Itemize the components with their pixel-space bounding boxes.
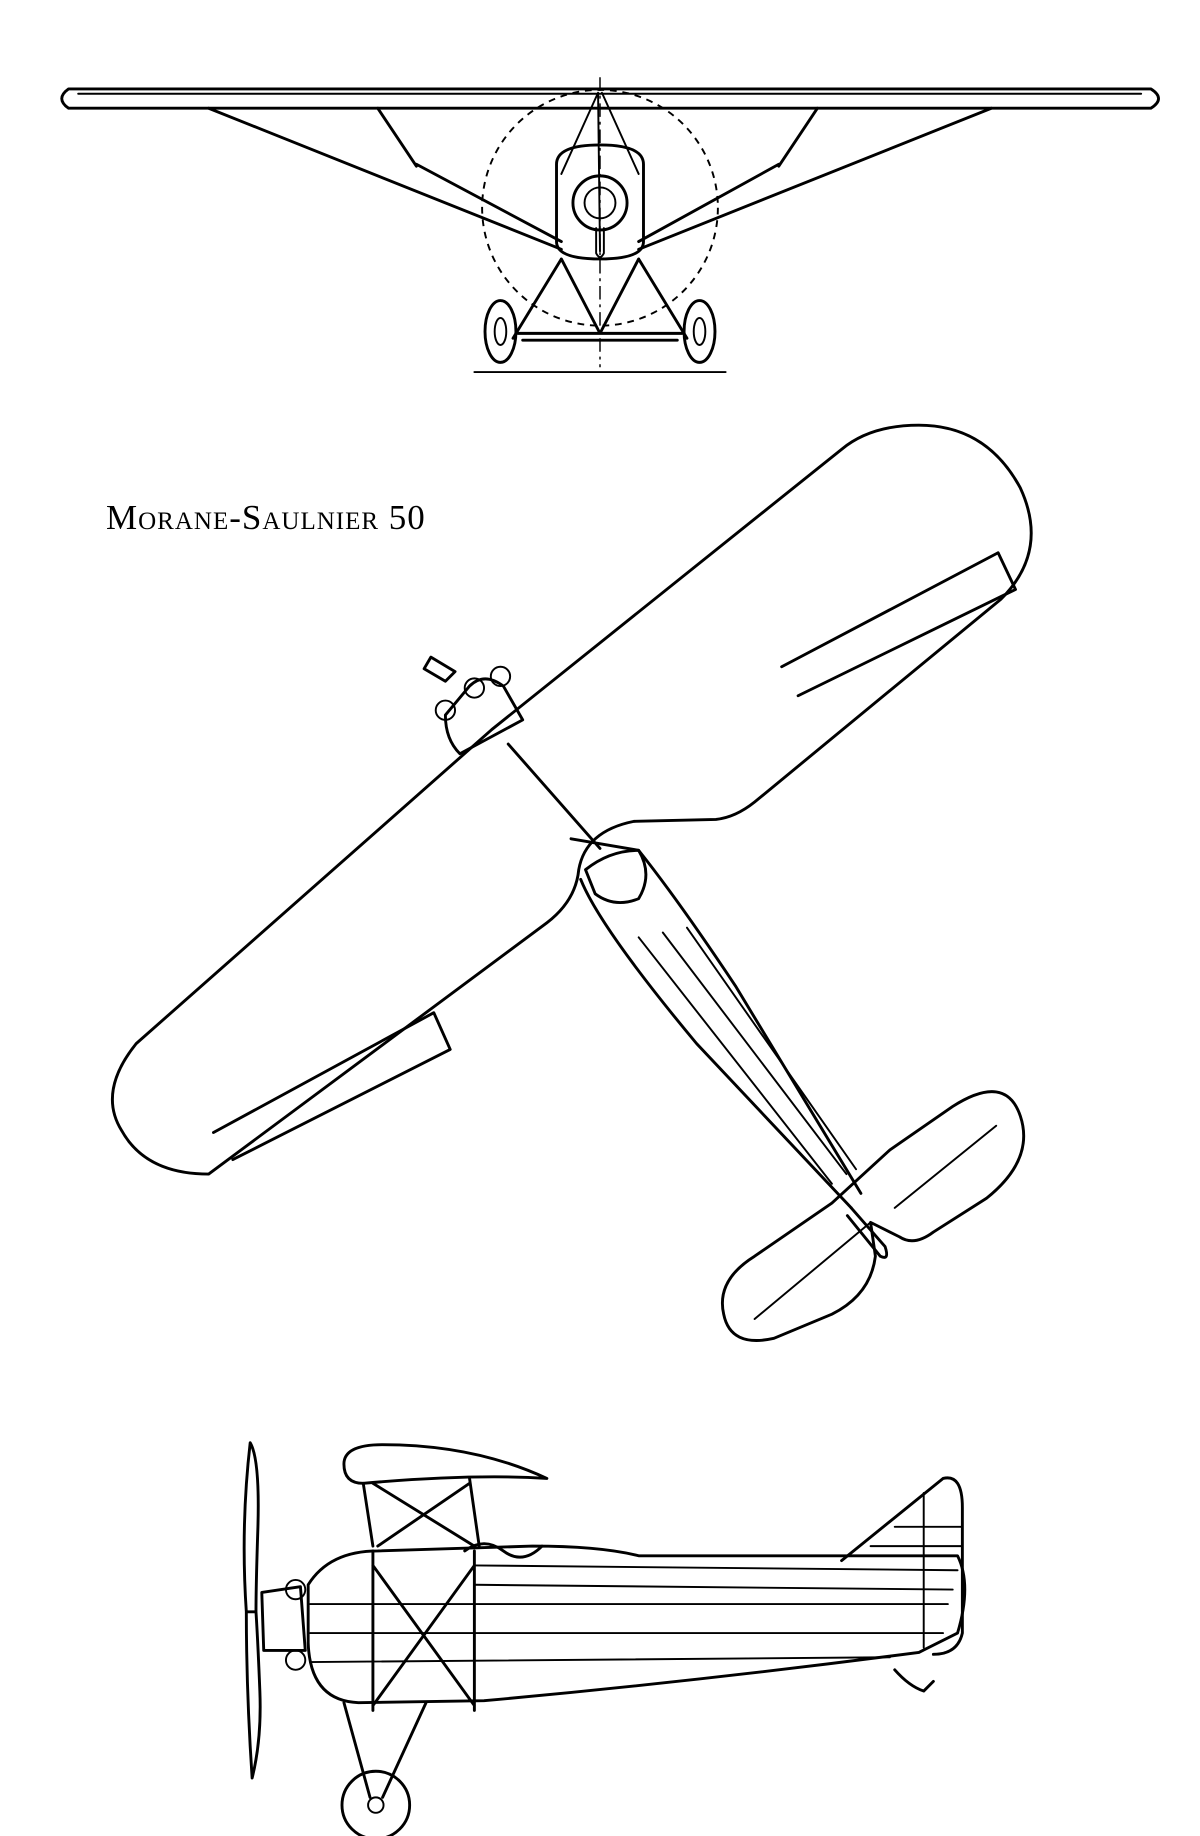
front-view-exhaust — [595, 227, 605, 258]
front-view-cabane — [560, 91, 640, 253]
front-view-wheel-right-hub — [692, 316, 707, 346]
side-view-cylinder-top — [284, 1578, 307, 1601]
plan-view-aileron-left — [212, 1011, 452, 1162]
front-view-undercarriage — [511, 257, 689, 342]
plan-view-cylinder-1 — [463, 677, 486, 699]
front-view-cowling — [555, 143, 645, 261]
side-view-cylinder-bottom — [284, 1649, 307, 1671]
side-view-cockpit — [463, 1542, 544, 1559]
side-view-wheel-hub — [367, 1796, 385, 1814]
front-view-wheel-left — [483, 299, 518, 364]
side-view-undercarriage — [342, 1701, 428, 1799]
front-view-struts — [207, 106, 993, 251]
side-view-cabane — [361, 1477, 481, 1548]
plan-view-cylinder-2 — [434, 699, 457, 721]
side-view-fin — [840, 1476, 964, 1656]
side-view-wheel — [340, 1769, 412, 1836]
plan-view-cowling — [443, 677, 525, 756]
front-view-wing — [60, 87, 1160, 110]
plan-view-propeller — [422, 655, 457, 683]
side-view — [242, 1441, 967, 1836]
plan-view — [110, 423, 1033, 1342]
side-view-fuselage-lines — [309, 1564, 959, 1664]
plan-view-cylinder-3 — [489, 665, 512, 688]
front-view-wheel-right — [682, 299, 717, 364]
plan-view-fuselage-stringers — [637, 926, 858, 1185]
plan-view-aileron-right — [780, 551, 1017, 698]
plan-view-fuselage — [506, 742, 863, 1210]
plan-view-tailskid — [845, 1206, 889, 1259]
side-view-rudder-lines — [869, 1491, 964, 1649]
drawing-title: Morane-Saulnier 50 — [106, 498, 426, 537]
side-view-engine — [260, 1585, 307, 1652]
side-view-strut-panel — [371, 1549, 476, 1712]
front-view-wheel-left-hub — [493, 316, 508, 346]
plan-view-tailplane — [721, 1090, 1026, 1342]
plan-view-cockpit — [584, 848, 648, 904]
side-view-tailskid — [893, 1668, 935, 1693]
front-view — [60, 77, 1160, 373]
plan-view-wing — [110, 423, 1033, 1176]
plan-view-elevator-hinge — [753, 1124, 998, 1320]
side-view-wing — [342, 1443, 549, 1485]
side-view-propeller — [242, 1441, 262, 1780]
side-view-fuselage — [306, 1544, 967, 1705]
